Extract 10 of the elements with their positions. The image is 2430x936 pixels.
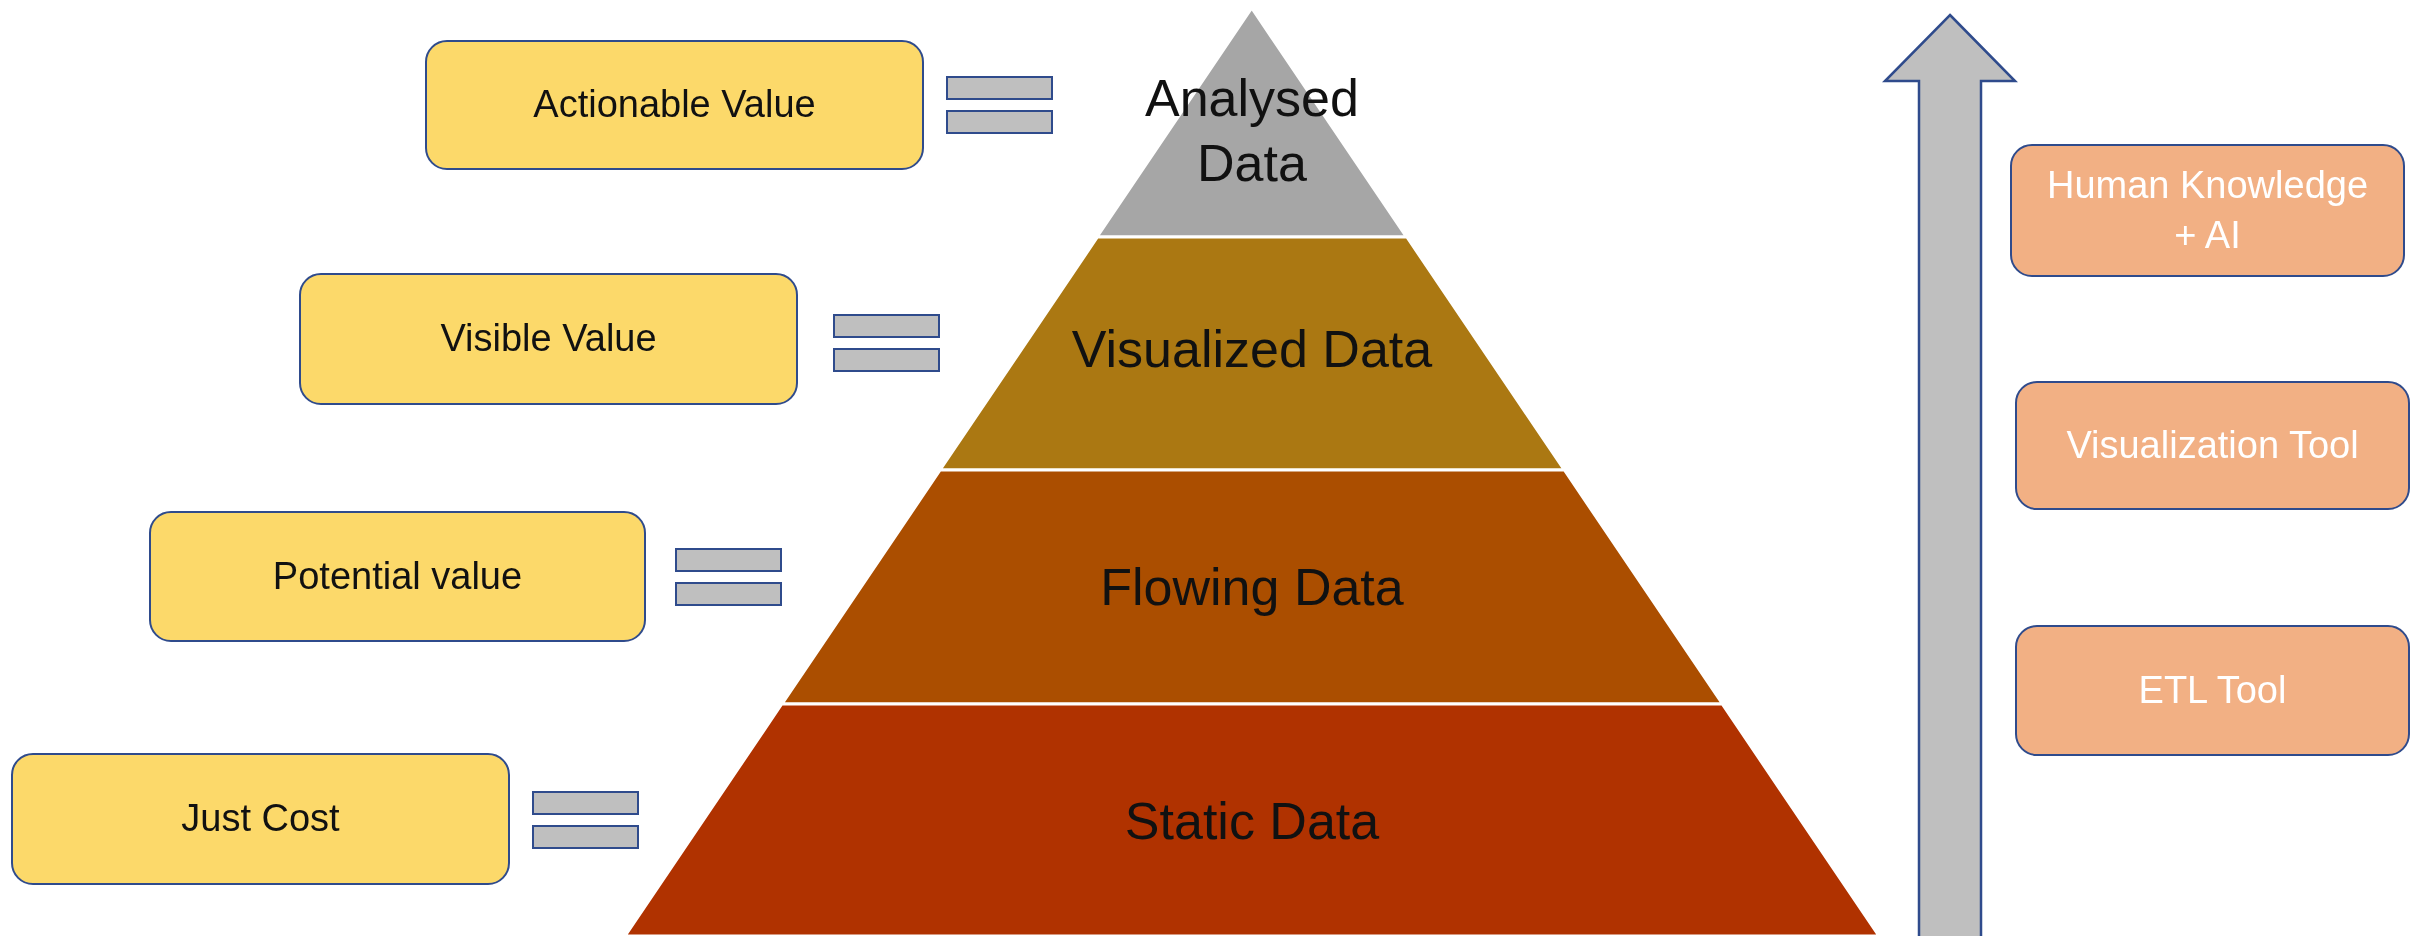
value-box: Actionable Value — [425, 40, 924, 170]
value-box: Potential value — [149, 511, 646, 642]
layer-label: Flowing Data — [1099, 557, 1405, 618]
tool-box: Visualization Tool — [2015, 381, 2410, 510]
tool-box: Human Knowledge + AI — [2010, 144, 2405, 277]
layer-label: Visualized Data — [1070, 319, 1434, 380]
value-box: Just Cost — [11, 753, 510, 885]
tool-box: ETL Tool — [2015, 625, 2410, 756]
value-box: Visible Value — [299, 273, 798, 405]
layer-label: Static Data — [1123, 791, 1381, 852]
